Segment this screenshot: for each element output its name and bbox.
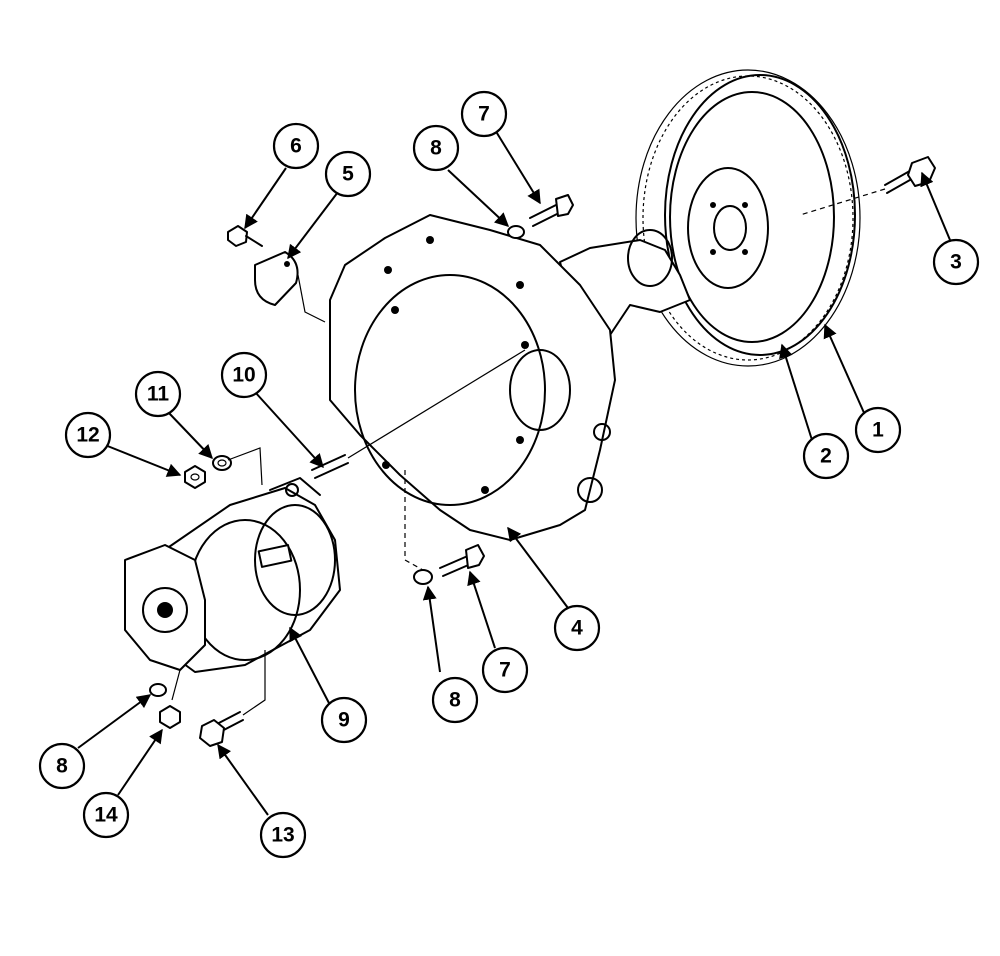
callout-1: 1: [854, 406, 902, 454]
callout-6: 6: [272, 122, 320, 170]
cover-plate: [254, 251, 326, 323]
callout-9-label: 9: [338, 709, 350, 732]
callout-13-label: 13: [271, 824, 294, 847]
nut-guide-line: [227, 447, 263, 486]
callout-2: 2: [802, 432, 850, 480]
callout-6-label: 6: [290, 135, 302, 158]
nut-14: [159, 705, 181, 729]
callout-3-label: 3: [950, 251, 962, 274]
upper-lock-washer: [507, 225, 525, 239]
upper-housing-bolt: [529, 194, 574, 227]
lower-lock-washer: [413, 569, 433, 585]
callout-8-lower: 8: [38, 742, 86, 790]
callout-5-label: 5: [342, 163, 354, 186]
callout-10: 10: [220, 351, 268, 399]
callout-3: 3: [932, 238, 980, 286]
callout-7-upper-label: 7: [478, 103, 490, 126]
callout-14: 14: [82, 791, 130, 839]
ring-gear: [635, 69, 861, 367]
callout-11: 11: [134, 370, 182, 418]
callout-11-label: 11: [147, 383, 170, 406]
callout-8-middle: 8: [431, 676, 479, 724]
callout-7-lower: 7: [481, 646, 529, 694]
callout-1-label: 1: [872, 419, 884, 442]
callout-8-lower-label: 8: [56, 755, 68, 778]
callout-2-label: 2: [820, 445, 832, 468]
callout-5: 5: [324, 150, 372, 198]
leader-lines: [77, 124, 951, 816]
callout-12-label: 12: [76, 424, 99, 447]
callout-14-label: 14: [94, 804, 118, 827]
flywheel-housing: [329, 214, 616, 541]
washer-guide-line: [404, 470, 424, 571]
nut-12: [184, 465, 206, 489]
callout-13: 13: [259, 811, 307, 859]
flywheel: [642, 74, 856, 361]
cover-bolt: [227, 225, 263, 247]
callout-8-upper-label: 8: [430, 137, 442, 160]
lock-washer-11: [212, 455, 232, 471]
starter-bolt-13: [199, 711, 244, 747]
callout-8-upper: 8: [412, 124, 460, 172]
starter-motor: [124, 477, 341, 673]
lower-housing-bolt: [439, 544, 485, 577]
callout-12: 12: [64, 411, 112, 459]
callout-9: 9: [320, 696, 368, 744]
lower-washer-8: [149, 683, 167, 697]
callout-8-middle-label: 8: [449, 689, 461, 712]
callout-4: 4: [553, 604, 601, 652]
callout-4-label: 4: [571, 617, 583, 640]
callout-7-upper: 7: [460, 90, 508, 138]
callout-7-lower-label: 7: [499, 659, 511, 682]
lower-guide-lines: [171, 650, 266, 716]
callout-10-label: 10: [232, 364, 255, 387]
